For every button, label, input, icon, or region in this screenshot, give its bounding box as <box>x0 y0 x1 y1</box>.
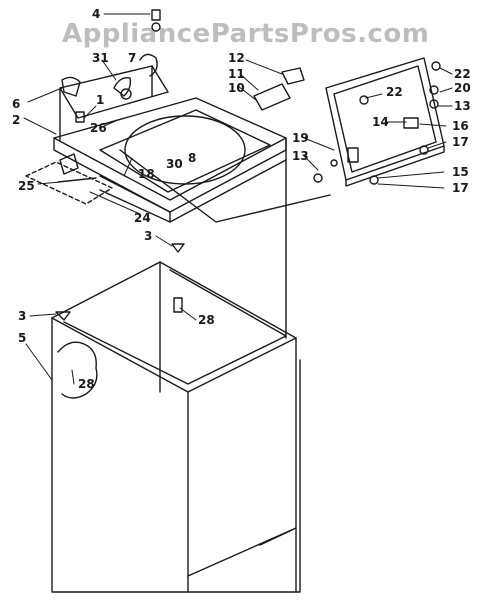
callout-20: 20 <box>454 81 471 95</box>
callout-28b: 28 <box>78 377 95 391</box>
callout-16: 16 <box>452 119 469 133</box>
callout-15: 15 <box>452 165 469 179</box>
callout-18: 18 <box>138 167 155 181</box>
callout-labels: 4 31 7 12 11 10 6 1 2 26 30 8 18 25 24 2… <box>12 7 471 391</box>
callout-22a: 22 <box>454 67 471 81</box>
callout-8: 8 <box>188 151 196 165</box>
callout-17a: 17 <box>452 135 469 149</box>
small-hardware <box>55 9 441 321</box>
callout-4: 4 <box>92 7 100 21</box>
hinge-group-outline <box>25 161 113 205</box>
callout-19: 19 <box>292 131 309 145</box>
callout-26: 26 <box>90 121 107 135</box>
callout-28a: 28 <box>198 313 215 327</box>
callout-17b: 17 <box>452 181 469 195</box>
lid-part <box>325 57 445 187</box>
callout-2: 2 <box>12 113 20 127</box>
top-cover-part <box>53 65 331 223</box>
callout-6: 6 <box>12 97 20 111</box>
watermark-text: AppliancePartsPros.com <box>62 19 429 49</box>
callout-30: 30 <box>166 157 183 171</box>
callout-13b: 13 <box>292 149 309 163</box>
callout-12: 12 <box>228 51 245 65</box>
callout-3a: 3 <box>144 229 152 243</box>
callout-22b: 22 <box>386 85 403 99</box>
callout-7: 7 <box>128 51 136 65</box>
callout-14: 14 <box>372 115 389 129</box>
callout-1: 1 <box>96 93 104 107</box>
callout-13a: 13 <box>454 99 471 113</box>
cabinet-part <box>51 139 301 593</box>
callout-31: 31 <box>92 51 109 65</box>
callout-11: 11 <box>228 67 245 81</box>
callout-3b: 3 <box>18 309 26 323</box>
callout-5: 5 <box>18 331 26 345</box>
leader-lines <box>23 13 453 385</box>
callout-10: 10 <box>228 81 245 95</box>
callout-24: 24 <box>134 211 151 225</box>
callout-25: 25 <box>18 179 35 193</box>
